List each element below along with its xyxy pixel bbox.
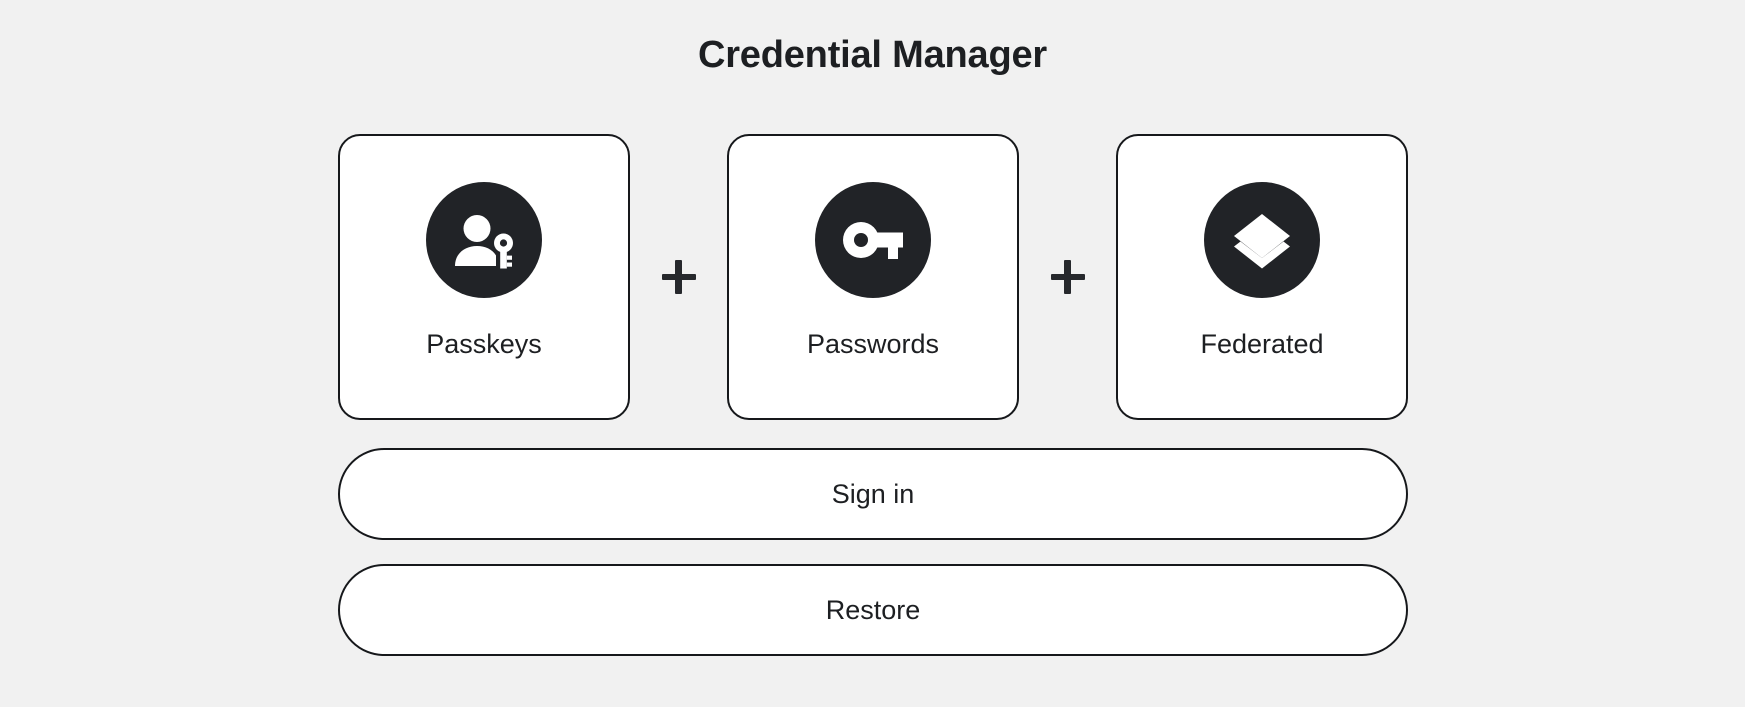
plus-icon [661,260,696,294]
action-button-stack: Sign in Restore [338,448,1408,656]
credential-card-passwords[interactable]: Passwords [727,134,1019,420]
credential-card-label: Federated [1200,329,1324,359]
restore-button[interactable]: Restore [338,564,1408,656]
credential-card-label: Passwords [806,329,940,359]
credential-type-row: Passkeys Passwords [338,133,1408,421]
plus-separator-2 [1042,133,1094,421]
credential-card-passkeys[interactable]: Passkeys [338,134,630,420]
page-title: Credential Manager [697,34,1048,76]
credential-card-label: Passkeys [426,329,542,359]
person-key-icon [426,182,542,298]
plus-icon [1050,260,1085,294]
key-icon [815,182,931,298]
sign-in-button[interactable]: Sign in [338,448,1408,540]
plus-separator-1 [653,133,705,421]
credential-card-federated[interactable]: Federated [1116,134,1408,420]
layers-icon [1204,182,1320,298]
